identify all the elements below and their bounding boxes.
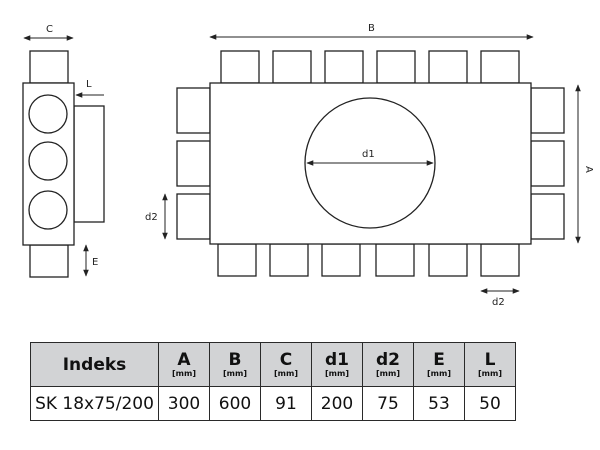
cell-index: SK 18x75/200 — [30, 386, 159, 421]
header-l-unit: [mm] — [478, 368, 502, 378]
cell-e: 53 — [413, 386, 465, 421]
header-e: E[mm] — [413, 342, 465, 387]
side-view — [22, 50, 105, 278]
header-c: C[mm] — [260, 342, 312, 387]
header-d2-unit: [mm] — [376, 368, 400, 378]
table-header-row: Indeks A[mm] B[mm] C[mm] d1[mm] d2[mm] E… — [30, 342, 516, 387]
header-b-label: B — [228, 349, 242, 370]
header-c-label: C — [279, 349, 293, 370]
label-e: E — [92, 257, 98, 268]
label-d1: d1 — [362, 149, 375, 160]
collar-top-1 — [220, 50, 260, 84]
header-l: L[mm] — [464, 342, 516, 387]
technical-drawing: C L E B A d1 d2 d2 — [22, 23, 594, 308]
header-a: A[mm] — [158, 342, 210, 387]
spec-table-body: SK 18x75/200 300 600 91 200 75 53 50 — [30, 386, 516, 421]
collar-top-5 — [428, 50, 468, 84]
collar-left-2 — [176, 140, 211, 187]
label-a: A — [583, 166, 594, 173]
header-e-unit: [mm] — [427, 368, 451, 378]
header-d2: d2[mm] — [362, 342, 414, 387]
side-view-port-3 — [28, 190, 68, 230]
front-view-dimensions — [162, 34, 581, 294]
collar-top-3 — [324, 50, 364, 84]
collar-bottom-2 — [269, 243, 309, 277]
collar-bottom-4 — [375, 243, 415, 277]
side-view-back-flange — [73, 105, 105, 223]
header-b: B[mm] — [209, 342, 261, 387]
collar-top-4 — [376, 50, 416, 84]
spec-table-header: Indeks A[mm] B[mm] C[mm] d1[mm] d2[mm] E… — [30, 342, 516, 387]
cell-c: 91 — [260, 386, 312, 421]
cell-b: 600 — [209, 386, 261, 421]
cell-a: 300 — [158, 386, 210, 421]
side-view-bottom-collar — [29, 244, 69, 278]
collar-right-3 — [530, 193, 565, 240]
label-l: L — [86, 79, 92, 90]
header-d2-label: d2 — [376, 349, 400, 370]
header-c-unit: [mm] — [274, 368, 298, 378]
header-d1-unit: [mm] — [325, 368, 349, 378]
collar-right-1 — [530, 87, 565, 134]
header-l-label: L — [484, 349, 496, 370]
label-c: C — [46, 24, 53, 35]
cell-l: 50 — [464, 386, 516, 421]
side-view-dimensions — [23, 35, 104, 277]
header-a-unit: [mm] — [172, 368, 196, 378]
spec-table: Indeks A[mm] B[mm] C[mm] d1[mm] d2[mm] E… — [30, 342, 516, 421]
collar-bottom-5 — [428, 243, 468, 277]
collar-left-1 — [176, 87, 211, 134]
header-a-label: A — [177, 349, 191, 370]
collar-left-3 — [176, 193, 211, 240]
collar-bottom-3 — [321, 243, 361, 277]
collar-right-2 — [530, 140, 565, 187]
side-view-top-collar — [29, 50, 69, 84]
collar-bottom-1 — [217, 243, 257, 277]
header-e-label: E — [433, 349, 445, 370]
header-b-unit: [mm] — [223, 368, 247, 378]
collar-top-2 — [272, 50, 312, 84]
side-view-port-1 — [28, 94, 68, 134]
dimension-labels: C L E B A d1 d2 d2 — [46, 23, 594, 308]
collar-bottom-6 — [480, 243, 520, 277]
cell-d1: 200 — [311, 386, 363, 421]
header-d1-label: d1 — [325, 349, 349, 370]
label-d2-left: d2 — [145, 212, 158, 223]
header-d1: d1[mm] — [311, 342, 363, 387]
side-view-port-2 — [28, 141, 68, 181]
label-d2-bottom: d2 — [492, 297, 505, 308]
label-b: B — [368, 23, 375, 34]
collar-top-6 — [480, 50, 520, 84]
cell-d2: 75 — [362, 386, 414, 421]
header-index-label: Indeks — [62, 354, 127, 375]
table-row: SK 18x75/200 300 600 91 200 75 53 50 — [30, 386, 516, 421]
header-index: Indeks — [30, 342, 159, 387]
